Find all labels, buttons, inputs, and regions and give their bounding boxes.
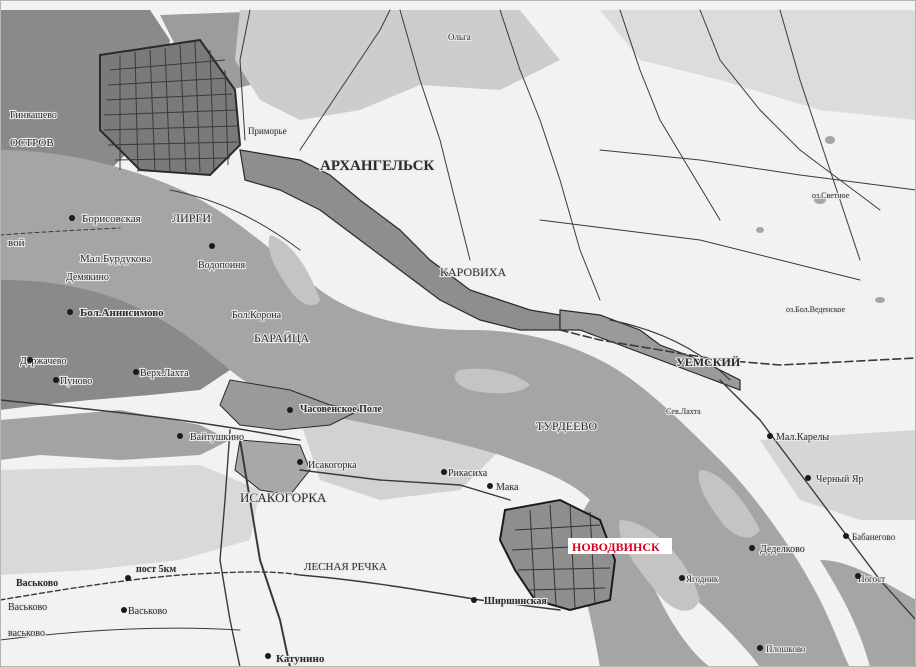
label-shirshinskaya: Ширшинская — [484, 596, 547, 607]
south-bank-settlements — [219, 379, 362, 496]
label-maka: Мака — [496, 482, 519, 493]
label-vodopoinia: Водопоиня — [198, 260, 246, 271]
label-oz-bol-vedenskoe: оз.Бол.Веденское — [786, 305, 845, 314]
novodvinsk-city — [498, 498, 617, 612]
label-post-5km: пост 5км — [136, 564, 176, 575]
label-oz-svetnoe: оз.Светное — [812, 191, 850, 200]
label-rikasikha: Рикасиха — [448, 468, 488, 479]
novodvinsk-label-bg — [568, 538, 672, 554]
label-lesnaya-rechka: ЛЕСНАЯ РЕЧКА — [304, 561, 387, 573]
label-yagodnik: Ягодник — [686, 574, 719, 584]
label-bol-anisimovo: Бол.Аннисимово — [80, 307, 164, 319]
label-vaskovo-1: Васьково — [16, 578, 58, 589]
label-lirgi: ЛИРГИ — [172, 211, 211, 225]
label-pogost: Погост — [858, 574, 885, 584]
label-mal-karely: Мал.Карелы — [776, 432, 829, 443]
label-uemsky: УЕМСКИЙ — [676, 355, 741, 369]
label-ploshkovo: Плошково — [766, 644, 806, 654]
label-sev-lahta: Сев.Лахта — [666, 407, 701, 416]
label-cherny-yar: Черный Яр — [816, 474, 864, 485]
label-demyakino: Демякино — [66, 272, 109, 283]
label-verh-lahta: Верх.Лахта — [140, 368, 189, 379]
label-babanegovo: Бабанегово — [852, 532, 896, 542]
label-baraitsa: БАРАЙЦА — [254, 331, 310, 345]
arkhangelsk-urban-grid — [99, 38, 242, 177]
label-isakogorka: ИСАКОГОРКА — [240, 490, 327, 505]
label-turdeevo: ТУРДЕЕВО — [536, 419, 597, 433]
label-bol-korona: Бол.Корона — [232, 310, 282, 321]
label-karoviha: КАРОВИХА — [440, 265, 506, 279]
small-lakes — [756, 136, 885, 303]
label-olga: Ольга — [448, 32, 471, 42]
wetland-areas — [0, 10, 916, 575]
label-primorie: Приморье — [248, 126, 287, 136]
label-isakogorka-small: Исакогорка — [308, 460, 357, 471]
label-vaskovo-bottom: васьково — [8, 628, 45, 639]
north-bank-settlements — [239, 149, 741, 391]
label-katunino: Катунино — [276, 653, 325, 665]
map-labels: Гинвашево ОСТРОВ Ольга Приморье АРХАНГЕЛ… — [7, 31, 897, 666]
label-arkhangelsk: АРХАНГЕЛЬСК — [320, 158, 434, 174]
label-ostrov: ОСТРОВ — [10, 137, 54, 149]
label-vaskovo-2: Васьково — [8, 602, 47, 613]
label-mal-burdukovo: Мал.Бурдукова — [80, 253, 151, 265]
label-vaitushkino: Вайтушкино — [190, 432, 244, 443]
label-derzhachevo: Держачево — [20, 356, 66, 367]
label-novodvinsk: НОВОДВИНСК — [572, 540, 660, 554]
label-voi: вой — [8, 237, 25, 249]
label-vaskovo-3: Васьково — [128, 606, 167, 617]
label-chasovenskoe: Часовенское Поле — [300, 404, 382, 415]
road-network — [0, 9, 916, 667]
settlement-markers — [27, 215, 861, 659]
label-dedelkovo: Деделково — [760, 544, 805, 555]
label-gorodishchevo: Гинвашево — [10, 110, 57, 121]
label-borisovskaya: Борисовская — [82, 213, 141, 225]
label-punovo: Пуново — [60, 376, 92, 387]
